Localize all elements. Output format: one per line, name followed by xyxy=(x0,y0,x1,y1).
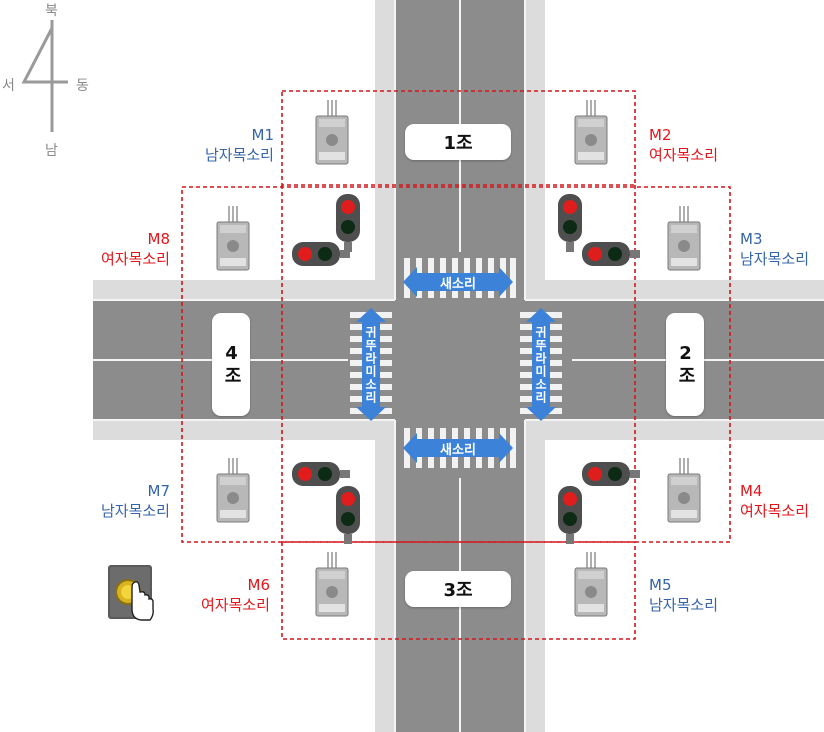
speaker-m1-icon xyxy=(315,99,349,165)
label-m8-id: M8 xyxy=(147,230,171,248)
compass-south-label: 남 xyxy=(45,143,58,159)
traffic-light-se2-icon xyxy=(558,486,582,544)
sound-left-label: 귀뚜라미소리 xyxy=(363,326,378,404)
curb-lines xyxy=(93,0,824,732)
group-3-label: 3조 xyxy=(405,571,511,607)
label-m3-id: M3 xyxy=(740,230,763,248)
label-m3-desc: 남자목소리 xyxy=(740,250,810,268)
label-m3: M3 남자목소리 xyxy=(740,229,824,269)
zone-boxes xyxy=(181,90,731,640)
label-m2: M2 여자목소리 xyxy=(649,125,759,165)
hand-press-button-icon[interactable] xyxy=(108,565,154,621)
compass-icon xyxy=(21,20,68,132)
label-m7-id: M7 xyxy=(147,482,171,500)
sound-arrow-top xyxy=(403,267,513,297)
speaker-m8-icon xyxy=(216,205,250,271)
label-m6: M6 여자목소리 xyxy=(170,575,270,615)
label-m1: M1 남자목소리 xyxy=(178,125,274,165)
sound-bottom-label: 새소리 xyxy=(440,442,476,458)
sound-arrow-left xyxy=(356,308,386,421)
label-m8-desc: 여자목소리 xyxy=(100,250,170,268)
label-m7: M7 남자목소리 xyxy=(70,481,170,521)
speaker-m2-icon xyxy=(574,99,608,165)
speaker-m4-icon xyxy=(667,457,701,523)
label-m4: M4 여자목소리 xyxy=(740,481,824,521)
group-4-label: 4조 xyxy=(212,313,250,416)
label-m2-id: M2 xyxy=(649,126,672,144)
label-m5-id: M5 xyxy=(649,576,672,594)
traffic-light-nw2-icon xyxy=(292,242,350,266)
traffic-light-ne2-icon xyxy=(582,242,640,266)
group-2-label: 2조 xyxy=(666,313,704,416)
traffic-light-nw-icon xyxy=(336,194,360,252)
label-m2-desc: 여자목소리 xyxy=(649,146,719,164)
label-m5: M5 남자목소리 xyxy=(649,575,759,615)
label-m7-desc: 남자목소리 xyxy=(100,502,170,520)
speaker-m3-icon xyxy=(667,205,701,271)
speaker-m7-icon xyxy=(216,457,250,523)
label-m5-desc: 남자목소리 xyxy=(649,596,719,614)
label-m8: M8 여자목소리 xyxy=(70,229,170,269)
traffic-light-se-icon xyxy=(582,462,640,486)
speaker-m6-icon xyxy=(315,551,349,617)
traffic-light-sw2-icon xyxy=(336,486,360,544)
group-1-label: 1조 xyxy=(405,124,511,160)
sound-top-label: 새소리 xyxy=(440,276,476,292)
compass-east-label: 동 xyxy=(76,78,89,94)
label-m4-id: M4 xyxy=(740,482,763,500)
traffic-light-sw-icon xyxy=(292,462,350,486)
speaker-m5-icon xyxy=(574,551,608,617)
label-m4-desc: 여자목소리 xyxy=(740,502,810,520)
compass-north-label: 북 xyxy=(45,3,58,19)
label-m6-desc: 여자목소리 xyxy=(200,596,270,614)
label-m1-id: M1 xyxy=(251,126,275,144)
sound-right-label: 귀뚜라미소리 xyxy=(533,326,548,404)
traffic-light-ne-icon xyxy=(558,194,582,252)
sound-arrow-bottom xyxy=(403,433,513,463)
label-m6-id: M6 xyxy=(247,576,271,594)
sound-arrow-right xyxy=(526,308,556,421)
compass-west-label: 서 xyxy=(2,78,15,94)
label-m1-desc: 남자목소리 xyxy=(204,146,274,164)
